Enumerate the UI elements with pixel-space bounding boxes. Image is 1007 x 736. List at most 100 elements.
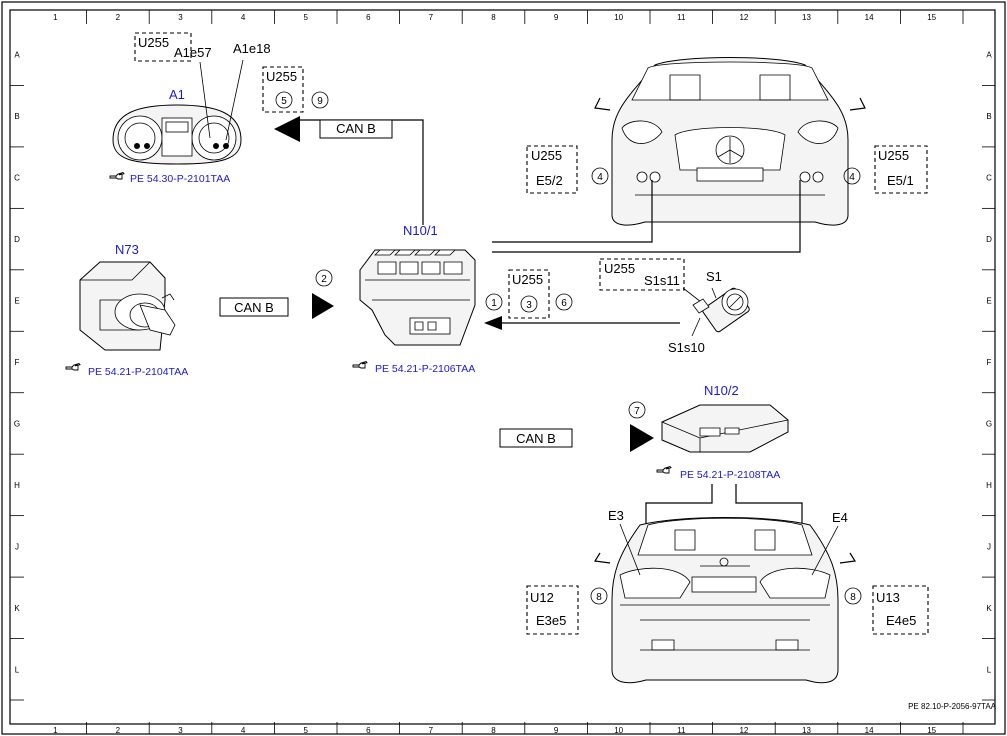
sam-module-n10-2[interactable]: N10/2 PE 54.21-P-2108TAA: [656, 383, 789, 481]
grid-row-label-right: C: [986, 174, 992, 183]
step-4-right: 4: [849, 172, 855, 183]
step-2: 2: [321, 274, 327, 285]
grid-row-label-left: D: [14, 235, 20, 244]
grid-column-label-bottom: 4: [241, 726, 246, 735]
grid-column-label-bottom: 5: [303, 726, 308, 735]
step-1: 1: [491, 298, 497, 309]
grid-column-label-top: 5: [303, 13, 308, 22]
step-4-left: 4: [597, 172, 603, 183]
can-b-arrow-to-n10-2: CAN B: [415, 382, 654, 452]
grid-row-label-right: K: [986, 604, 992, 613]
mid-u-code: U255: [512, 272, 543, 287]
s1-label: S1: [706, 269, 722, 284]
top-u-code-box: [262, 66, 304, 113]
can-b-arrow-to-a1: CAN B: [274, 116, 424, 225]
can-label-top: CAN B: [336, 121, 376, 136]
grid-column-label-top: 9: [554, 13, 559, 22]
grid-row-label-right: E: [986, 297, 991, 306]
n10-1-reference[interactable]: PE 54.21-P-2106TAA: [375, 363, 475, 375]
grid-row-label-left: C: [14, 174, 20, 183]
step-6: 6: [561, 298, 567, 309]
s1-u-code: U255: [604, 261, 635, 276]
grid-column-label-bottom: 8: [491, 726, 496, 735]
grid-column-label-top: 14: [865, 13, 874, 22]
light-switch-s1[interactable]: U255 S1s11 S1 S1s10: [599, 258, 750, 355]
rear-right-u-box: [872, 585, 929, 635]
s1-label-s1s11: S1s11: [644, 273, 680, 288]
grid-column-label-top: 10: [614, 13, 623, 22]
grid-row-label-right: H: [986, 481, 992, 490]
grid-row-label-right: D: [986, 235, 992, 244]
rear-right-label: E4e5: [886, 613, 916, 628]
rear-left-u-code: U12: [530, 590, 554, 605]
grid-column-label-bottom: 6: [366, 726, 371, 735]
step-3: 3: [526, 300, 532, 311]
front-car-illustration: [594, 57, 866, 226]
front-light-wires: [492, 180, 801, 253]
sam-module-n10-1[interactable]: N10/1 PE 54.21-P-2106TAA: [352, 223, 476, 375]
grid-column-label-bottom: 15: [927, 726, 936, 735]
grid-row-label-left: E: [14, 297, 19, 306]
grid-column-label-bottom: 10: [614, 726, 623, 735]
step-8-right: 8: [850, 592, 856, 603]
grid-column-label-top: 1: [53, 13, 58, 22]
n73-label: N73: [115, 242, 139, 257]
grid-column-label-bottom: 12: [739, 726, 748, 735]
grid-column-label-top: 4: [241, 13, 246, 22]
footer-code: PE 82.10-P-2056-97TAA: [908, 702, 997, 711]
a1-u-code-box: [134, 32, 192, 62]
grid-row-label-right: G: [986, 419, 992, 428]
step-8-left: 8: [596, 592, 602, 603]
front-left-u-box: [526, 145, 578, 194]
grid-column-label-bottom: 2: [116, 726, 121, 735]
grid-row-label-right: B: [986, 112, 991, 121]
grid-column-label-bottom: 11: [677, 726, 686, 735]
inner-frame: [9, 9, 996, 725]
top-u-code: U255: [266, 69, 297, 84]
rear-right-u-code: U13: [876, 590, 900, 605]
grid-row-label-left: H: [14, 481, 20, 490]
grid-row-label-left: B: [14, 112, 19, 121]
grid-row-label-left: J: [15, 542, 19, 551]
instrument-cluster-a1[interactable]: U255 A1e57 A1e18 A1 PE 54.30-P-2101TAA: [109, 32, 271, 185]
grid-column-label-top: 15: [927, 13, 936, 22]
grid-row-label-right: J: [987, 542, 991, 551]
can-label-bottom: CAN B: [516, 431, 556, 446]
step-5: 5: [281, 96, 287, 107]
a1-u-code: U255: [138, 35, 169, 50]
n10-2-reference[interactable]: PE 54.21-P-2108TAA: [680, 469, 780, 481]
n73-reference[interactable]: PE 54.21-P-2104TAA: [88, 366, 188, 378]
n10-2-label: N10/2: [704, 383, 739, 398]
step-9-marker: [311, 91, 329, 109]
step-5-marker: [275, 91, 293, 109]
grid-row-label-right: L: [987, 665, 992, 674]
grid-row-label-left: K: [14, 604, 20, 613]
front-right-u-code: U255: [878, 148, 909, 163]
grid-column-label-bottom: 14: [865, 726, 874, 735]
a1-label: A1: [169, 87, 185, 102]
grid-column-label-top: 3: [178, 13, 183, 22]
grid-column-label-bottom: 9: [554, 726, 559, 735]
s1-label-s1s10: S1s10: [668, 340, 705, 355]
grid-column-label-top: 12: [739, 13, 748, 22]
front-left-u-code: U255: [531, 148, 562, 163]
grid-column-label-bottom: 1: [53, 726, 58, 735]
a1-reference[interactable]: PE 54.30-P-2101TAA: [130, 173, 230, 185]
ignition-switch-n73[interactable]: N73 PE 54.21-P-2104TAA: [65, 242, 188, 378]
grid-column-label-top: 6: [366, 13, 371, 22]
rear-left-label: E3e5: [536, 613, 566, 628]
grid-column-label-bottom: 3: [178, 726, 183, 735]
grid-column-label-top: 2: [116, 13, 121, 22]
can-label-middle: CAN B: [234, 300, 274, 315]
rear-left-lamp-label: E3: [608, 508, 624, 523]
front-left-label: E5/2: [536, 173, 563, 188]
rear-right-lamp-label: E4: [832, 510, 848, 525]
s1-u-code-box: [599, 258, 685, 291]
step-9: 9: [317, 96, 323, 107]
cluster-center-display: [161, 117, 193, 157]
mid-u-code-box: [508, 269, 550, 319]
